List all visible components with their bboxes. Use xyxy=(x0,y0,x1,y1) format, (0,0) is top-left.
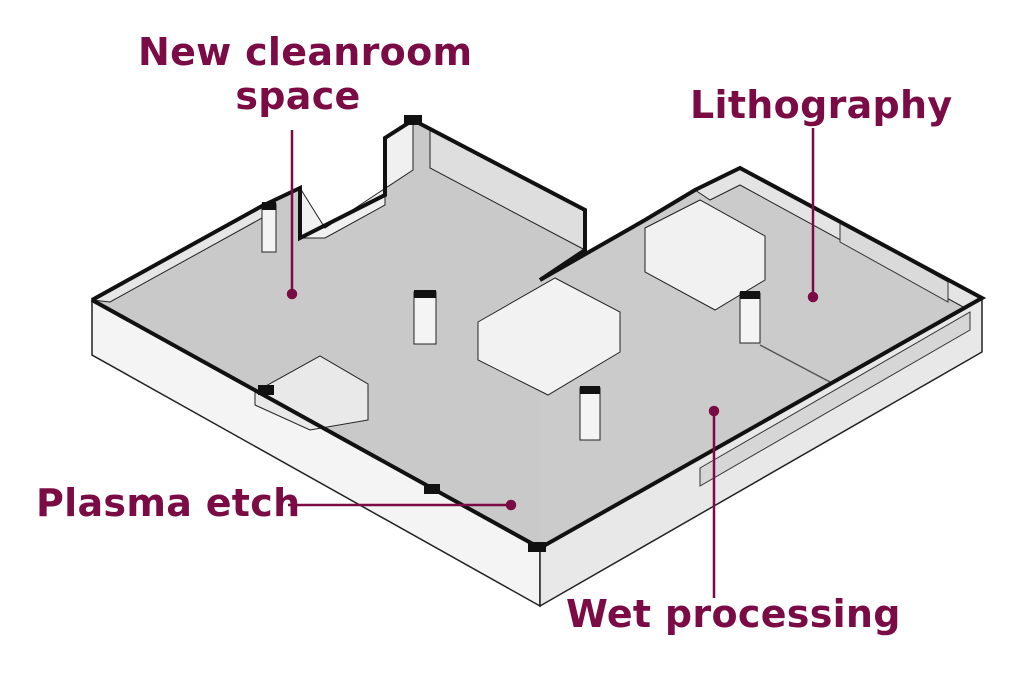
partition-line xyxy=(759,344,831,383)
label-cleanroom-line1: New cleanroom xyxy=(138,30,473,74)
label-plasma-etch: Plasma etch xyxy=(36,481,301,525)
column-3 xyxy=(739,291,761,344)
wall-litho-room-front xyxy=(644,199,766,311)
column-2 xyxy=(579,386,601,441)
corner-marker-front xyxy=(528,542,546,552)
small-room xyxy=(254,355,369,431)
label-cleanroom-line2: space xyxy=(235,74,361,118)
outer-wall-top-edge xyxy=(91,117,587,302)
label-wet-processing: Wet processing xyxy=(566,592,901,636)
leader-dot-litho xyxy=(807,291,819,303)
column-1 xyxy=(413,290,437,345)
corner-marker-top xyxy=(404,115,422,125)
column-4 xyxy=(261,202,277,253)
label-new-cleanroom-space: New cleanroom space xyxy=(138,30,473,118)
corridor-room xyxy=(477,277,621,396)
corner-marker-left xyxy=(258,385,274,395)
leader-dot-cleanroom xyxy=(286,288,298,300)
leader-lines xyxy=(286,128,819,598)
label-lithography: Lithography xyxy=(690,83,953,127)
leader-dot-plasma xyxy=(505,499,517,511)
corner-marker-mid xyxy=(424,484,440,494)
floor-left-wing xyxy=(92,120,585,548)
window-strip-right xyxy=(699,311,971,487)
leader-dot-wet xyxy=(708,405,720,417)
